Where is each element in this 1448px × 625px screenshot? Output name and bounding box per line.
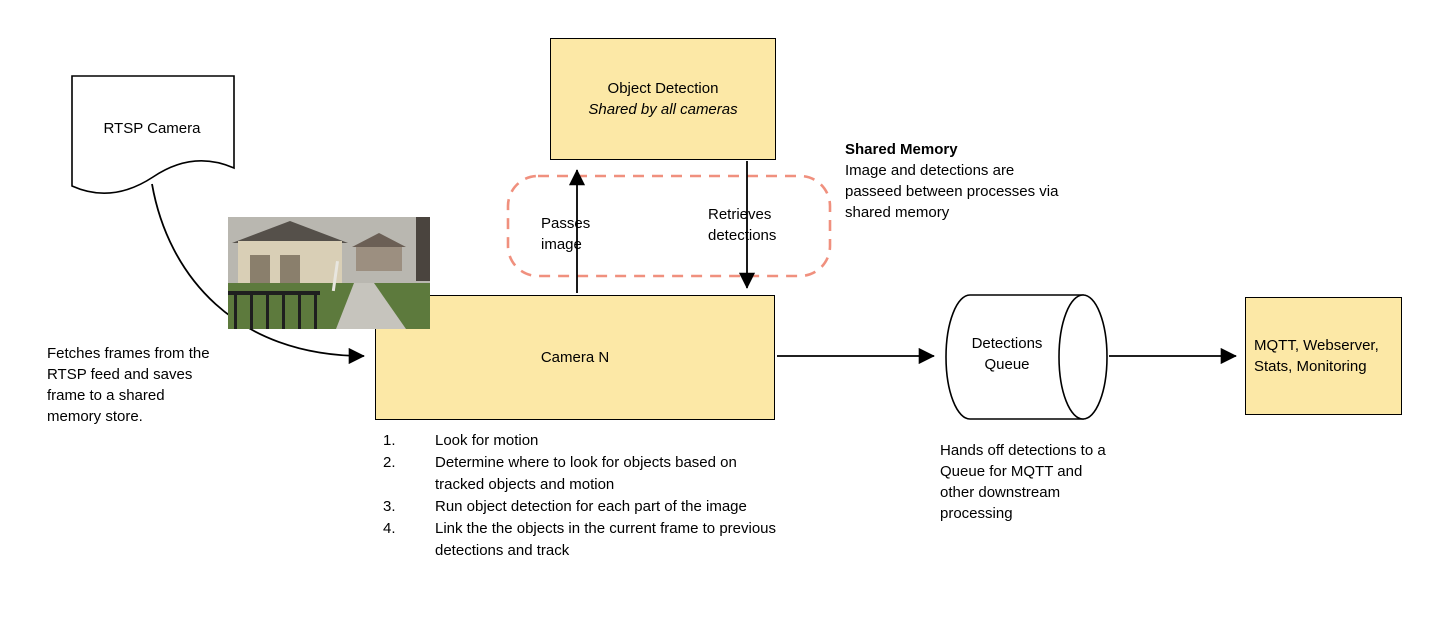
photo-distant-house	[356, 245, 402, 271]
photo-fence-bar	[266, 291, 269, 329]
outputs-node: MQTT, Webserver, Stats, Monitoring	[1245, 297, 1402, 415]
shared-memory-note: Shared Memory Image and detections are p…	[845, 139, 1060, 223]
list-item: 2. Determine where to look for objects b…	[383, 452, 778, 496]
photo-fence-bar	[282, 291, 285, 329]
step-text: Link the the objects in the current fram…	[435, 520, 777, 559]
step-number: 1.	[383, 432, 396, 449]
object-detection-title: Object Detection	[607, 80, 719, 97]
shared-memory-body: Image and detections are passeed between…	[845, 162, 1059, 221]
step-number: 3.	[383, 498, 396, 515]
step-text: Look for motion	[435, 432, 539, 449]
detections-queue-cap	[1058, 294, 1108, 420]
photo-door-2	[280, 255, 300, 287]
list-item: 1. Look for motion	[383, 430, 778, 452]
step-text: Determine where to look for objects base…	[435, 454, 737, 493]
step-number: 2.	[383, 454, 396, 471]
passes-image-label: Passes image	[541, 215, 591, 253]
list-item: 4. Link the the objects in the current f…	[383, 518, 778, 562]
photo-fence-rail	[228, 291, 320, 295]
photo-fence-bar	[298, 291, 301, 329]
photo-fence-bar	[314, 291, 317, 329]
step-number: 4.	[383, 520, 396, 537]
rtsp-camera-label: RTSP Camera	[103, 120, 201, 137]
photo-fence-bar	[234, 291, 237, 329]
outputs-label: MQTT, Webserver, Stats, Monitoring	[1254, 337, 1379, 375]
camera-steps-list: 1. Look for motion 2. Determine where to…	[383, 430, 778, 562]
object-detection-subtitle: Shared by all cameras	[588, 101, 738, 118]
photo-fence-bar	[250, 291, 253, 329]
retrieves-detections-label: Retrieves detections	[708, 206, 777, 244]
queue-handoff-note: Hands off detections to a Queue for MQTT…	[940, 442, 1106, 522]
object-detection-node: Object Detection Shared by all cameras	[550, 38, 776, 160]
camera-snapshot	[228, 217, 430, 329]
camera-n-node: Camera N	[375, 295, 775, 420]
detections-queue-label: Detections Queue	[971, 335, 1043, 373]
photo-door	[250, 255, 270, 287]
shared-memory-title: Shared Memory	[845, 141, 958, 158]
photo-distant-roof	[352, 233, 406, 247]
camera-n-label: Camera N	[540, 349, 610, 366]
list-item: 3. Run object detection for each part of…	[383, 496, 778, 518]
fetches-frames-note: Fetches frames from the RTSP feed and sa…	[47, 345, 210, 425]
step-text: Run object detection for each part of th…	[435, 498, 747, 515]
photo-porch-post	[416, 217, 430, 281]
